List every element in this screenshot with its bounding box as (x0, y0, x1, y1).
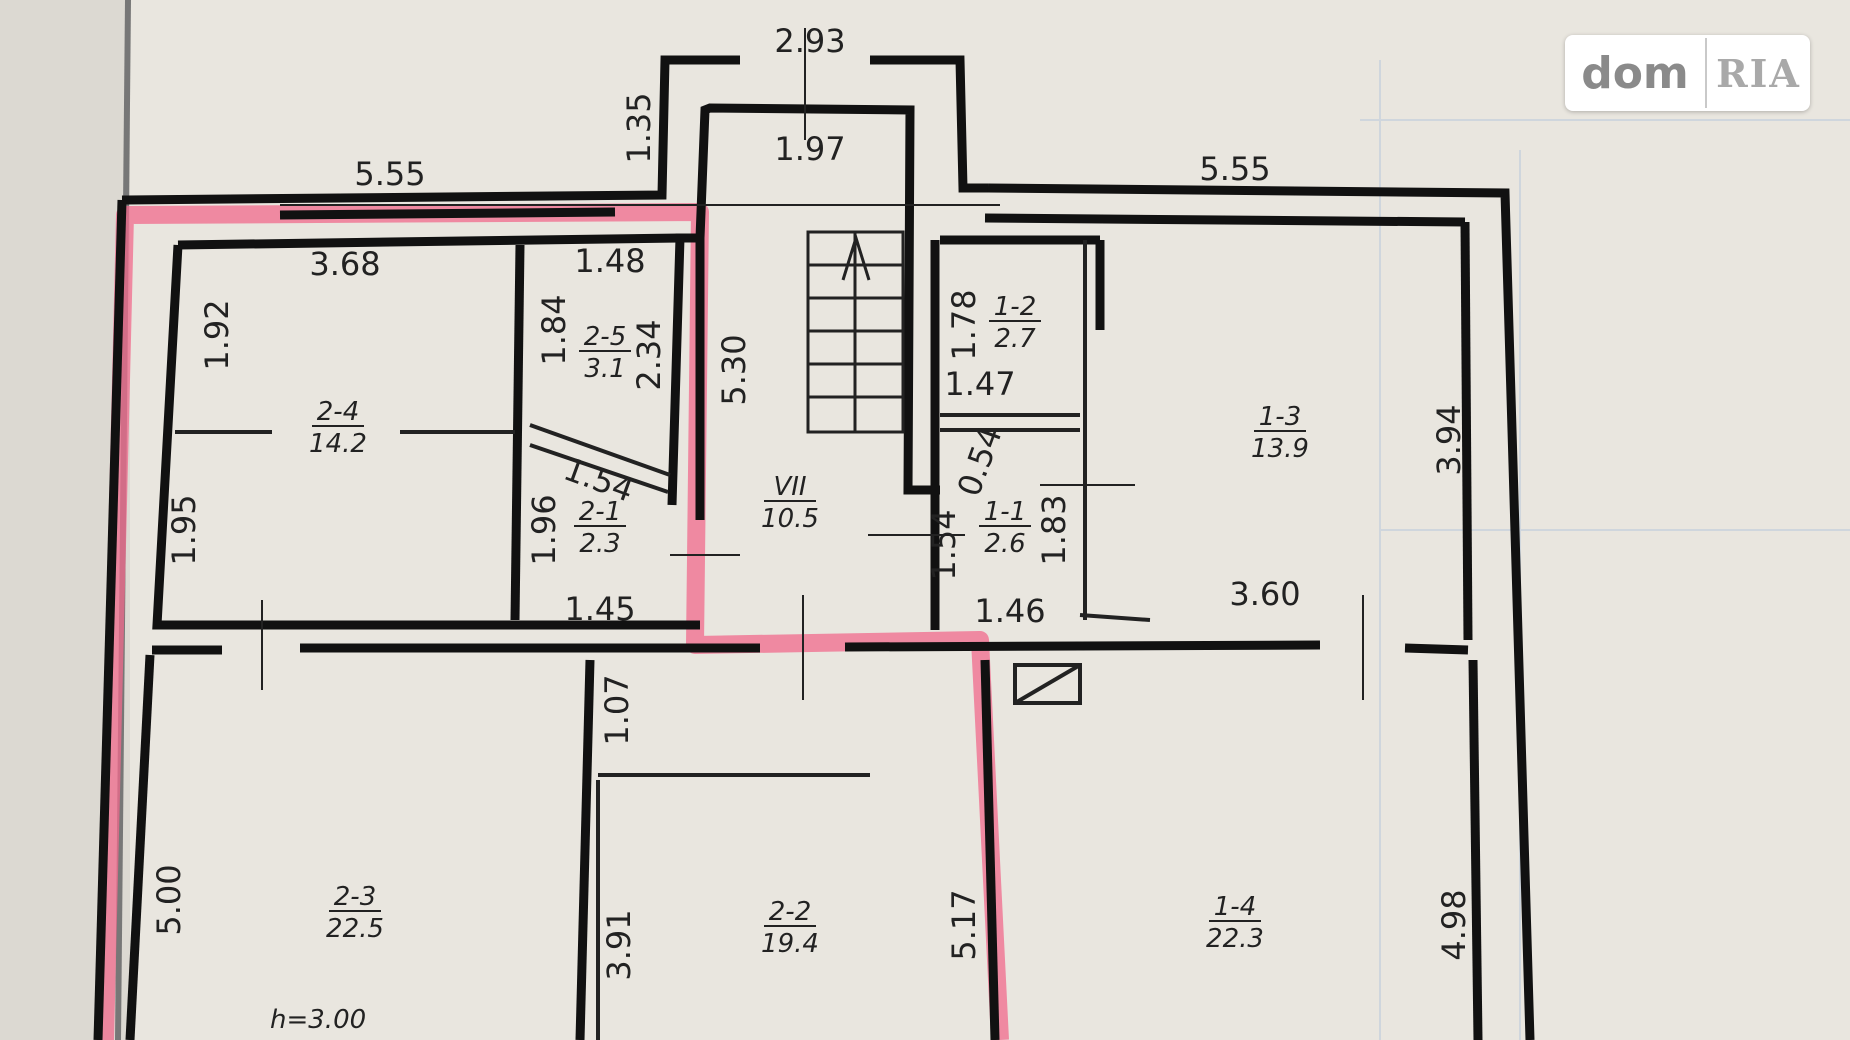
room-id: 1-4 (1214, 892, 1256, 922)
room-area: 2.3 (579, 529, 620, 559)
room-label-2-1: 2-12.3 (574, 497, 626, 559)
room-label-2-3: 2-322.5 (326, 882, 384, 944)
dimension-label: 1.92 (198, 299, 236, 370)
dimension-label: 1.46 (974, 592, 1045, 630)
dimension-label: 1.95 (165, 494, 203, 565)
room-area: 3.1 (584, 354, 625, 384)
faint-grid (1360, 60, 1850, 1040)
room-area: 14.2 (309, 429, 367, 459)
room-id: 1-3 (1259, 402, 1301, 432)
room-area: 13.9 (1251, 434, 1309, 464)
dimension-label: 1.07 (598, 674, 636, 745)
dimension-label: 1.97 (774, 130, 845, 168)
room-area: 10.5 (761, 504, 819, 534)
stairs (806, 230, 905, 434)
room-area: 2.6 (984, 529, 1025, 559)
watermark-divider (1705, 38, 1707, 108)
dimension-label: 5.30 (715, 334, 753, 405)
dimension-label: 3.94 (1430, 404, 1468, 475)
dimension-label: 0.54 (950, 421, 1010, 501)
dimension-label: 2.34 (630, 319, 668, 390)
watermark-dom-text: dom (1581, 47, 1689, 99)
room-label-1-3: 1-313.9 (1251, 402, 1309, 464)
dimension-lines (261, 28, 1364, 700)
room-id: 1-2 (994, 292, 1036, 322)
dimension-label: 5.55 (1199, 150, 1270, 188)
dimension-label: 1.47 (944, 365, 1015, 403)
room-area: 22.5 (326, 914, 384, 944)
dimension-label: 1.83 (1035, 494, 1073, 565)
dimension-label: 3.91 (600, 909, 638, 980)
dimension-label: 1.48 (574, 242, 645, 280)
partitions (175, 240, 1151, 1040)
dimension-label: 5.00 (150, 864, 188, 935)
dimension-label: 1.84 (535, 294, 573, 365)
room-label-1-4: 1-422.3 (1206, 892, 1264, 954)
dimension-label: 1.54 (925, 509, 963, 580)
room-id: 2-4 (317, 397, 359, 427)
room-label-2-2: 2-219.4 (761, 897, 819, 959)
room-label-1-2: 1-22.7 (989, 292, 1041, 354)
room-area: 2.7 (994, 324, 1036, 354)
ceiling-height-label: h=3.00 (270, 1005, 366, 1035)
dimension-label: 5.17 (945, 889, 983, 960)
room-id: 2-1 (579, 497, 621, 527)
dimension-labels: 2.93 1.35 5.55 5.55 1.97 3.68 1.48 1.78 1.92 1.84… (150, 22, 1473, 981)
room-labels: 2-414.22-53.12-12.3VII10.51-22.71-12.61-… (309, 292, 1309, 959)
dimension-label: 1.45 (564, 590, 635, 628)
watermark-ria-text: RIA (1716, 50, 1801, 96)
room-id: 2-5 (584, 322, 626, 352)
room-id: VII (773, 472, 806, 502)
room-area: 19.4 (761, 929, 819, 959)
room-id: 2-2 (769, 897, 811, 927)
room-id: 2-3 (334, 882, 376, 912)
dimension-label: 1.78 (945, 289, 983, 360)
duct-box (1013, 663, 1082, 705)
dimension-label: 3.60 (1229, 575, 1300, 613)
room-label-2-4: 2-414.2 (309, 397, 367, 459)
dimension-label: 4.98 (1435, 889, 1473, 960)
domria-watermark: dom RIA (1565, 35, 1810, 111)
walls (93, 55, 1535, 1040)
dimension-label: 1.96 (525, 494, 563, 565)
room-label-1-1: 1-12.6 (979, 497, 1031, 559)
dimension-label: 2.93 (774, 22, 845, 60)
dimension-label: 1.35 (620, 92, 658, 163)
dimension-label: 3.68 (309, 245, 380, 283)
room-id: 1-1 (984, 497, 1026, 527)
room-label-2-5: 2-53.1 (579, 322, 631, 384)
room-area: 22.3 (1206, 924, 1264, 954)
dimension-label: 5.55 (354, 155, 425, 193)
